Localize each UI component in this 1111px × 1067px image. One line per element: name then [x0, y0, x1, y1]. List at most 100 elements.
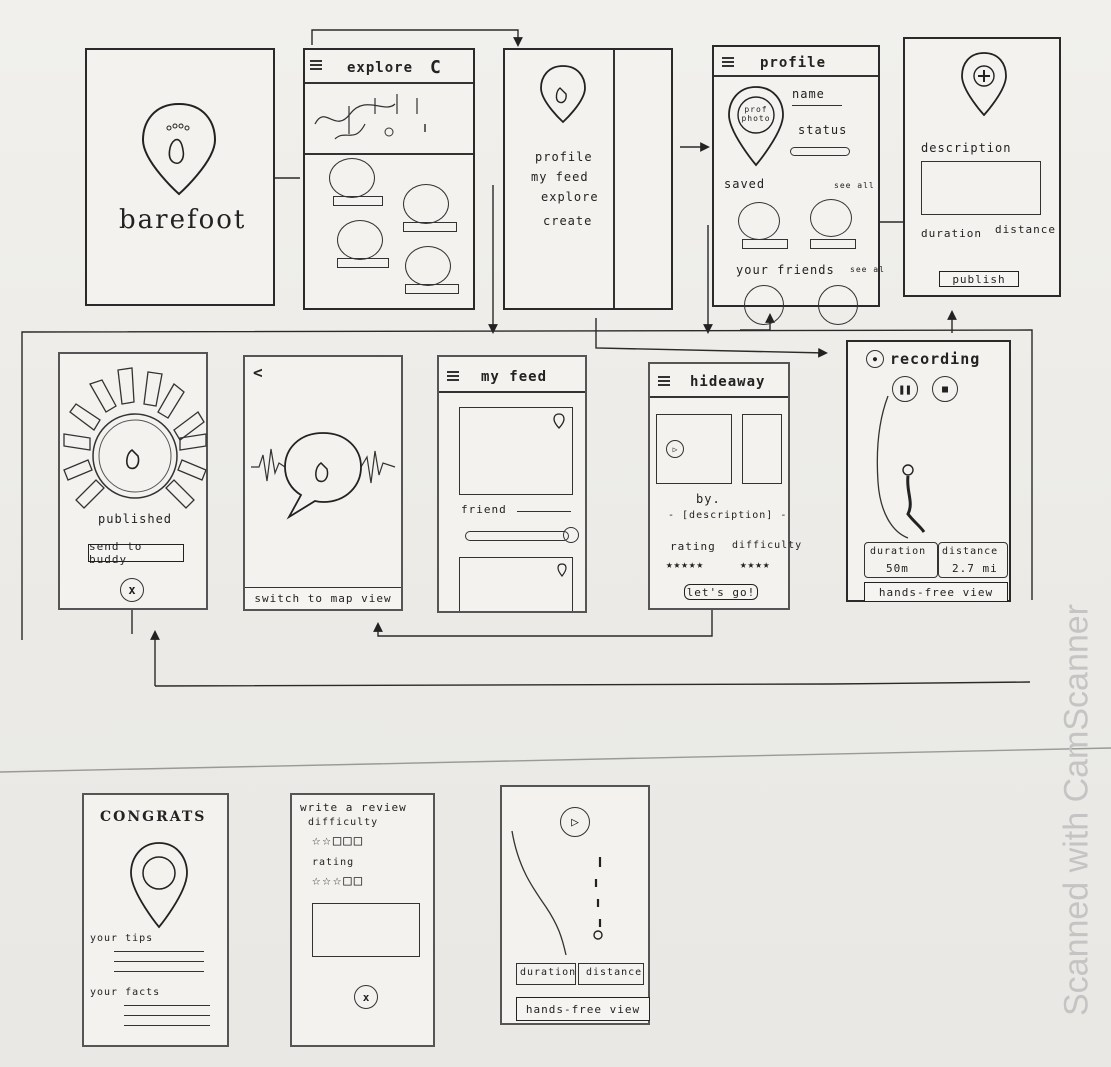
saved-thumb-2-label	[810, 239, 856, 249]
screen-recording: ● recording ❚❚ ■ duration 50m distance 2…	[846, 340, 1011, 602]
switch-to-map-button[interactable]: switch to map view	[245, 587, 401, 609]
rating-label: rating	[670, 540, 716, 553]
hideaway-thumb[interactable]	[742, 414, 782, 484]
tips-line-3	[114, 971, 204, 972]
screen-review: write a review difficulty ☆☆□□□ rating ☆…	[290, 793, 435, 1047]
description-label: description	[921, 141, 1011, 155]
review-text-input[interactable]	[312, 903, 420, 957]
see-all-friends-link[interactable]: see al	[850, 265, 885, 274]
pin-icon	[553, 413, 565, 429]
drawer-edge	[613, 50, 615, 308]
explore-thumb-4[interactable]	[405, 246, 451, 286]
name-line	[792, 105, 842, 106]
tips-label: your tips	[90, 933, 153, 944]
saved-thumb-1-label	[742, 239, 788, 249]
menu-item-my-feed[interactable]: my feed	[531, 170, 589, 184]
hands-free-button[interactable]: hands-free view	[516, 997, 650, 1021]
menu-icon[interactable]	[447, 371, 459, 382]
explore-thumb-2-label	[403, 222, 457, 232]
difficulty-label: difficulty	[308, 817, 378, 828]
close-glyph: x	[128, 583, 135, 597]
add-pin-icon[interactable]	[959, 51, 1009, 117]
recording-title: recording	[890, 350, 980, 368]
published-label: published	[98, 512, 172, 526]
see-all-link[interactable]: see all	[834, 181, 875, 190]
back-icon[interactable]: <	[253, 363, 264, 382]
close-glyph: x	[363, 991, 370, 1004]
review-title: write a review	[300, 801, 407, 814]
hands-free-button[interactable]: hands-free view	[864, 582, 1008, 602]
location-pin-icon	[139, 102, 219, 197]
status-label: status	[798, 123, 847, 137]
distance-label: distance	[995, 223, 1056, 236]
watermark-text: Scanned with CamScanner	[1058, 604, 1097, 1016]
close-icon[interactable]: x	[120, 578, 144, 602]
hideaway-title: hideaway	[690, 374, 765, 390]
screen-splash: barefoot	[85, 48, 275, 306]
menu-item-create[interactable]: create	[543, 214, 592, 228]
location-pin-icon	[538, 64, 588, 124]
refresh-icon[interactable]: C	[430, 57, 442, 78]
tips-line-1	[114, 951, 204, 952]
feed-slider-knob[interactable]	[563, 527, 579, 543]
menu-icon[interactable]	[658, 376, 670, 387]
brand-logo-text: barefoot	[119, 205, 246, 235]
by-label: by.	[696, 492, 721, 506]
saved-thumb-1[interactable]	[738, 202, 780, 240]
status-bar	[790, 147, 850, 156]
feed-title: my feed	[481, 369, 547, 385]
arrow-hideaway-buddy	[378, 610, 712, 636]
facts-line-3	[124, 1025, 210, 1026]
duration-label: duration	[870, 546, 926, 557]
send-to-buddy-button[interactable]: send to buddy	[88, 544, 184, 562]
friend-thumb-1[interactable]	[744, 285, 784, 325]
duration-label: duration	[921, 227, 982, 240]
sunburst-graphic	[60, 360, 210, 520]
menu-item-profile[interactable]: profile	[535, 150, 593, 164]
explore-map[interactable]	[305, 84, 473, 154]
friend-thumb-2[interactable]	[818, 285, 858, 325]
map-divider	[305, 153, 473, 155]
description-label: - [description] -	[668, 510, 787, 521]
screen-profile: profile prof photo name status saved see…	[712, 45, 880, 307]
play-icon[interactable]: ▷	[666, 440, 684, 458]
divider-line	[0, 748, 1111, 772]
screen-published: published send to buddy x	[58, 352, 208, 610]
lets-go-button[interactable]: let's go!	[684, 584, 758, 600]
distance-value: 2.7 mi	[952, 562, 998, 575]
explore-thumb-3[interactable]	[337, 220, 383, 260]
friend-line	[517, 511, 571, 512]
description-input[interactable]	[921, 161, 1041, 215]
tips-line-2	[114, 961, 204, 962]
header-divider	[439, 391, 585, 393]
screen-explore: explore C	[303, 48, 475, 310]
header-divider	[714, 75, 878, 77]
explore-thumb-1[interactable]	[329, 158, 375, 198]
menu-icon[interactable]	[722, 57, 734, 68]
difficulty-input[interactable]: ☆☆□□□	[312, 833, 364, 849]
feed-progress	[465, 531, 569, 541]
distance-label: distance	[586, 967, 642, 978]
congrats-title: CONGRATS	[100, 809, 206, 825]
camscanner-watermark: Scanned with CamScanner	[1057, 560, 1097, 1060]
profile-photo-pin[interactable]	[726, 85, 786, 167]
facts-line-2	[124, 1015, 210, 1016]
record-indicator-icon: ●	[866, 350, 884, 368]
loop-bottom	[155, 682, 1030, 686]
saved-thumb-2[interactable]	[810, 199, 852, 237]
close-icon[interactable]: x	[354, 985, 378, 1009]
explore-thumb-3-label	[337, 258, 389, 268]
arrow-explore-menu	[312, 30, 518, 45]
explore-thumb-2[interactable]	[403, 184, 449, 224]
route-map	[502, 827, 652, 957]
duration-value: 50m	[886, 562, 909, 575]
rating-input[interactable]: ☆☆☆□□	[312, 873, 364, 889]
rating-stars: ★★★★★	[666, 558, 704, 571]
chat-bubble-icon	[249, 427, 399, 537]
publish-button[interactable]: publish	[939, 271, 1019, 287]
pin-icon	[557, 563, 567, 577]
feed-post-image-2[interactable]	[459, 557, 573, 611]
menu-item-explore[interactable]: explore	[541, 190, 599, 204]
menu-icon[interactable]	[310, 60, 322, 71]
screen-buddy: < switch to map view	[243, 355, 403, 611]
